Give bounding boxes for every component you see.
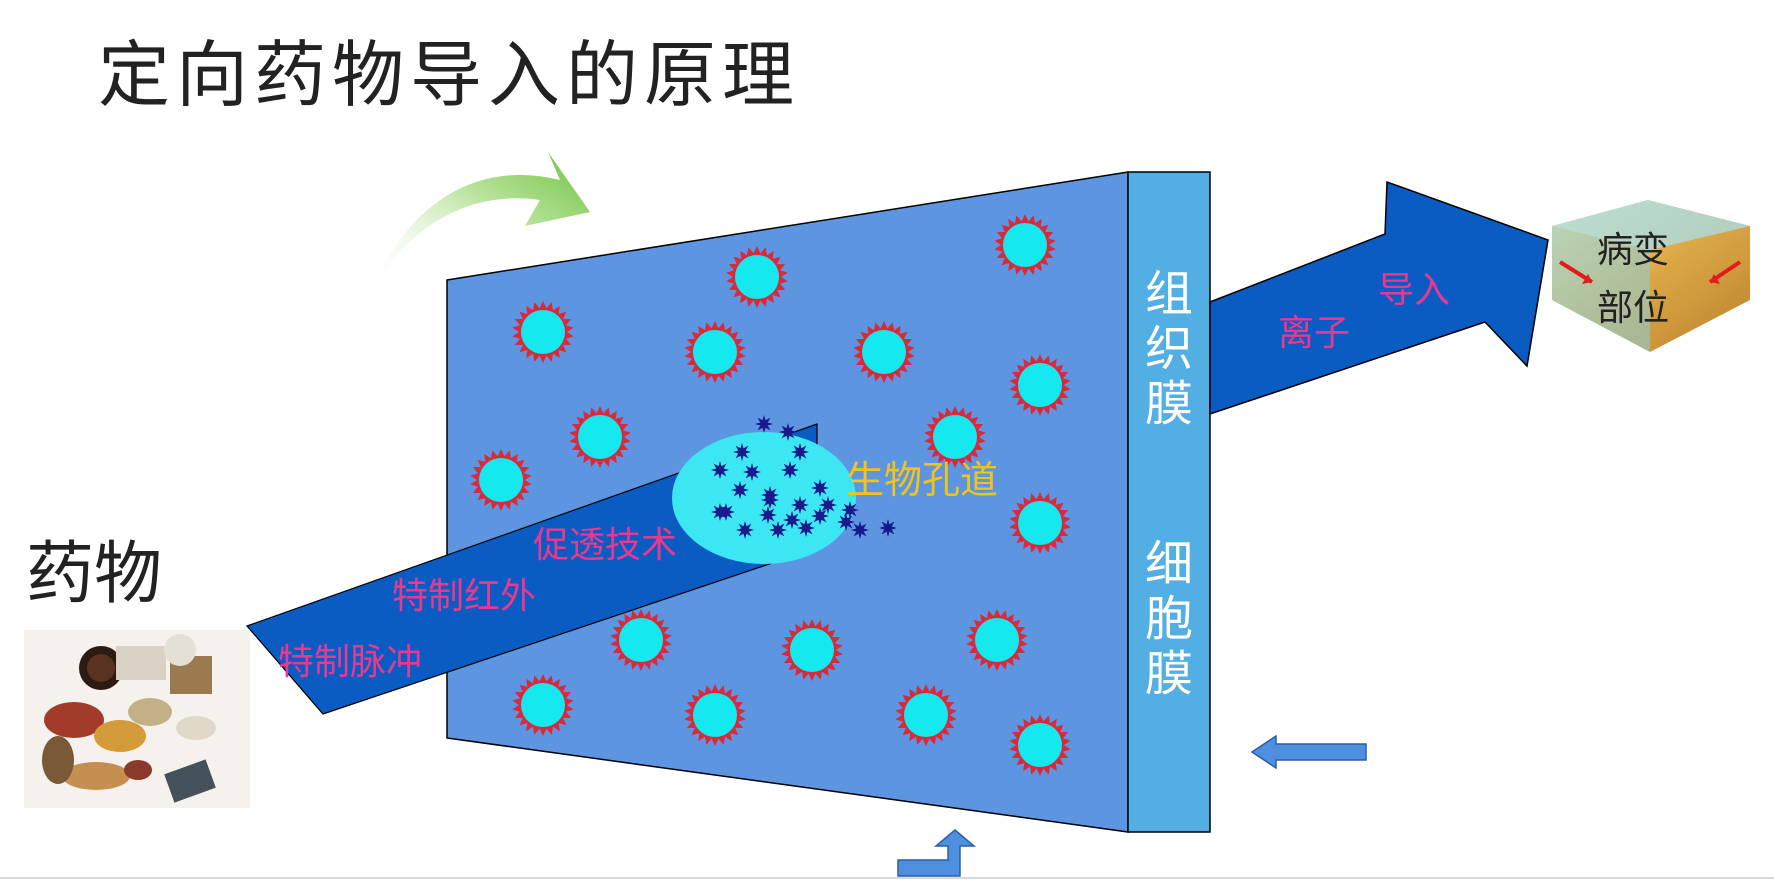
import-arrow (1209, 180, 1549, 416)
cell-13 (966, 609, 1028, 671)
small-left-arrow (1250, 734, 1367, 770)
tissue-cube-image (1552, 200, 1750, 352)
lesion-label-line2: 部位 (1597, 288, 1669, 329)
cell-6 (1009, 354, 1071, 416)
cell-3 (512, 301, 574, 363)
molecule-13 (841, 501, 859, 519)
cell-8 (924, 406, 986, 468)
molecule-7 (781, 461, 799, 479)
molecule-18 (837, 513, 855, 531)
molecule-5 (711, 461, 729, 479)
page-title: 定向药物导入的原理 (98, 33, 800, 117)
cell-7 (569, 406, 631, 468)
molecule-6 (743, 463, 761, 481)
molecule-16 (783, 511, 801, 529)
molecule-group (711, 415, 897, 539)
cell-10 (1009, 492, 1071, 554)
cell-4 (684, 321, 746, 383)
technique-label-penetration: 促透技术 (533, 525, 677, 566)
molecule-17 (811, 507, 829, 525)
bio-channel-label: 生物孔道 (846, 458, 998, 502)
cell-group (470, 214, 1071, 776)
molecule-24 (711, 503, 729, 521)
svg-text:组: 组 (1145, 266, 1193, 322)
molecule-8 (811, 479, 829, 497)
small-up-arrow (897, 829, 977, 877)
cell-5 (853, 321, 915, 383)
lesion-label-line1: 病变 (1597, 230, 1669, 271)
molecule-1 (755, 415, 773, 433)
cell-16 (895, 684, 957, 746)
membrane-tissue-label: 组 织 膜 (1145, 266, 1193, 432)
membrane-cell-label: 细 胞 膜 (1145, 536, 1193, 702)
ion-label: 离子 (1278, 313, 1350, 354)
molecule-19 (851, 521, 869, 539)
svg-text:膜: 膜 (1145, 376, 1193, 432)
cell-14 (512, 674, 574, 736)
cell-2 (726, 246, 788, 308)
molecule-4 (791, 443, 809, 461)
membrane-bar (1127, 171, 1211, 833)
cell-1 (994, 214, 1056, 276)
technique-label-pulse: 特制脉冲 (278, 642, 422, 683)
svg-text:胞: 胞 (1145, 591, 1193, 647)
import-label: 导入 (1378, 270, 1450, 311)
molecule-2 (779, 423, 797, 441)
molecule-3 (733, 443, 751, 461)
molecule-20 (736, 521, 754, 539)
svg-text:膜: 膜 (1145, 646, 1193, 702)
herbal-medicine-image (24, 630, 250, 808)
molecule-9 (731, 481, 749, 499)
molecule-23 (879, 519, 897, 537)
drug-label: 药物 (26, 535, 162, 614)
molecule-21 (769, 521, 787, 539)
molecule-12 (819, 496, 837, 514)
curved-green-arrow (372, 152, 590, 290)
molecule-25 (761, 491, 779, 509)
cell-9 (470, 449, 532, 511)
cell-15 (684, 684, 746, 746)
svg-text:织: 织 (1145, 321, 1193, 377)
molecule-11 (791, 496, 809, 514)
cell-17 (1009, 714, 1071, 776)
cell-11 (610, 609, 672, 671)
svg-text:细: 细 (1145, 536, 1193, 592)
cell-12 (781, 619, 843, 681)
molecule-22 (797, 519, 815, 537)
technique-label-infrared: 特制红外 (392, 576, 536, 617)
molecule-15 (759, 506, 777, 524)
